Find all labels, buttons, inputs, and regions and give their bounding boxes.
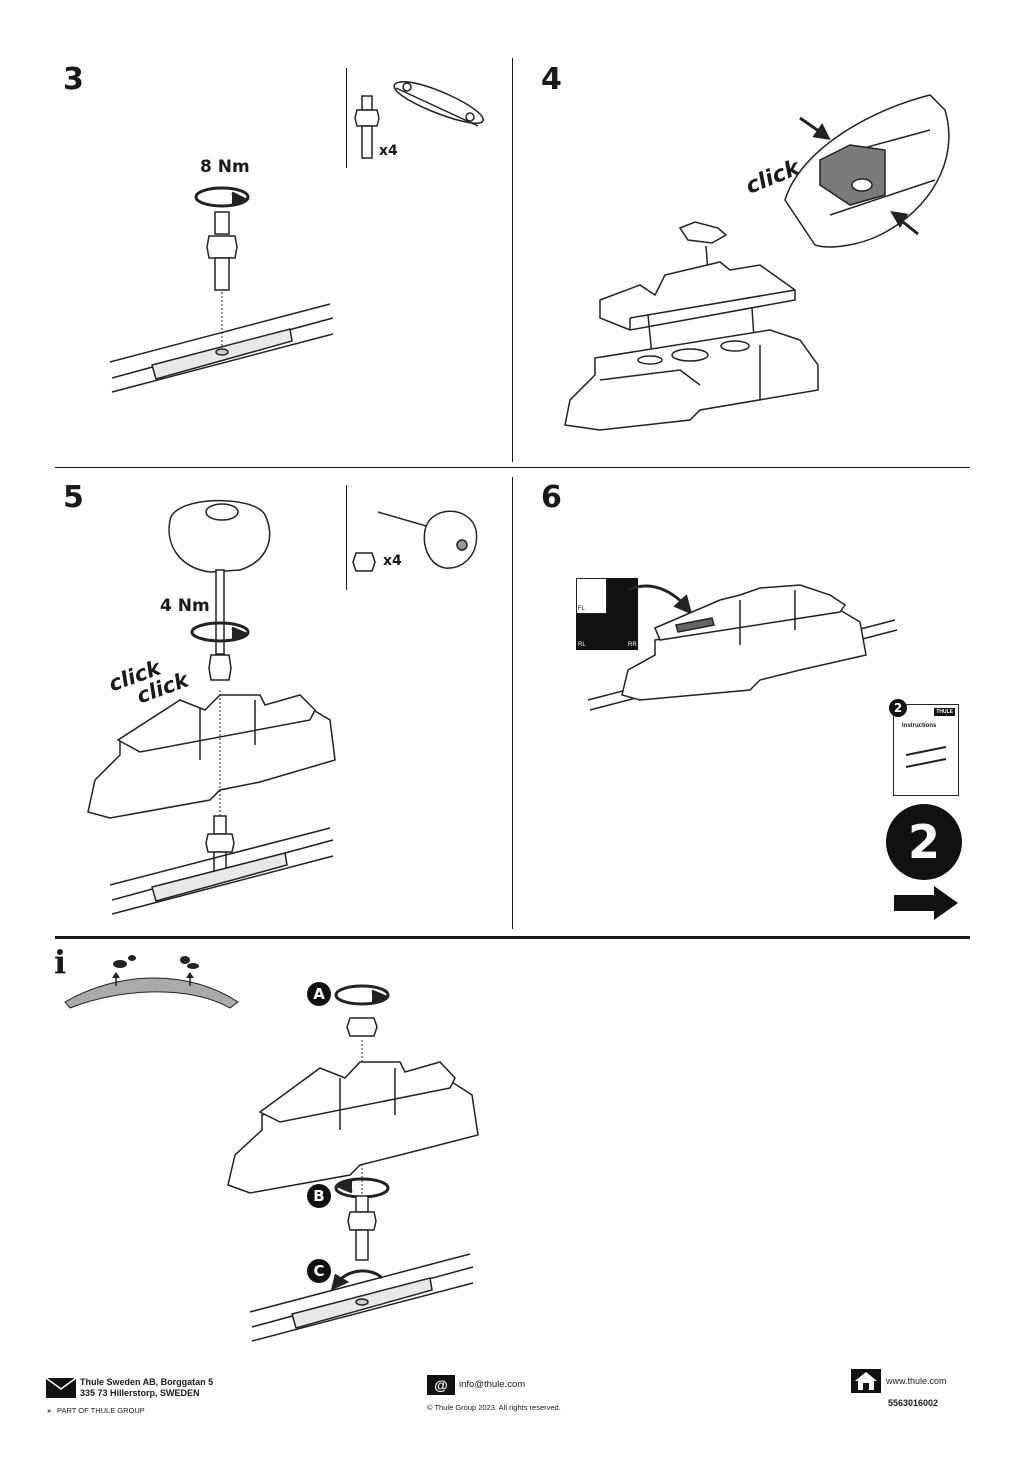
torque-key-icon (168, 499, 271, 681)
foot-base-icon (564, 329, 819, 431)
footer-part-of: PART OF THULE GROUP (57, 1406, 145, 1415)
footer-part-of-arrows: » (47, 1406, 52, 1415)
step-4-number: 4 (541, 62, 562, 97)
divider-vertical-mid (512, 477, 513, 929)
booklet-roof-bars-icon (905, 746, 947, 768)
info-illustration (227, 984, 479, 1342)
bolt-part-icon (354, 95, 380, 159)
marker-b: B (307, 1184, 331, 1208)
step-5-parts-divider (346, 485, 347, 590)
step-5-quantity-label: x4 (383, 553, 402, 569)
roof-rail-info-icon (249, 1253, 474, 1342)
position-rl-label: RL (578, 642, 586, 648)
curved-arrow-icon (627, 584, 693, 615)
next-arrow-icon (894, 886, 958, 920)
rotation-arrow-a-icon (334, 984, 390, 1006)
bolt-info-icon (347, 1195, 377, 1261)
step-5-torque-label: 4 Nm (160, 596, 210, 616)
footer-copyright: © Thule Group 2023. All rights reserved. (427, 1403, 561, 1412)
nut-icon (346, 1017, 378, 1037)
info-icon: i (54, 943, 67, 981)
click-detail-view (784, 94, 950, 248)
booklet-number-text: 2 (893, 701, 903, 715)
key-and-nut-parts-icon (352, 510, 478, 572)
car-position-diagram: FL RL RR (576, 578, 638, 650)
step-3-parts-divider (346, 68, 347, 168)
info-roof-diagram (64, 955, 239, 1009)
foot-info-icon (227, 1061, 479, 1194)
next-booklet-number: 2 (907, 815, 940, 869)
home-icon (851, 1369, 881, 1393)
marker-c-text: C (313, 1262, 325, 1280)
marker-a: A (307, 982, 331, 1006)
torque-rotation-arrow-icon-5 (190, 621, 250, 643)
footer-email[interactable]: info@thule.com (459, 1379, 526, 1390)
marker-b-text: B (313, 1187, 325, 1205)
step-6-illustration (587, 584, 898, 711)
step-3-number: 3 (63, 62, 84, 97)
step-6-number: 6 (541, 480, 562, 515)
next-booklet-thumbnail: 2 THULE Instructions (889, 699, 959, 796)
footer-address-line1: Thule Sweden AB, Borggatan 5 (80, 1377, 214, 1387)
next-booklet-circle: 2 (886, 804, 962, 880)
plate-part-icon (393, 81, 484, 127)
divider-horizontal-2 (55, 936, 970, 939)
step-3-torque-label: 8 Nm (200, 157, 250, 177)
footer-doc-number: 5563016002 (888, 1398, 939, 1408)
step-3-illustration (109, 81, 484, 393)
foot-on-rail-icon (621, 584, 867, 701)
divider-vertical-top (512, 58, 513, 462)
footer-website[interactable]: www.thule.com (886, 1376, 947, 1386)
roof-rail-icon-5 (109, 827, 334, 915)
position-rr-label: RR (628, 642, 637, 648)
step-5-illustration (87, 499, 478, 915)
position-fl-label: FL (578, 606, 586, 612)
divider-horizontal-1 (55, 467, 970, 468)
press-arrow-icons (799, 116, 919, 236)
marker-c: C (307, 1259, 331, 1283)
email-icon: @ (427, 1375, 455, 1395)
marker-a-text: A (313, 985, 325, 1003)
booklet-brand: THULE (934, 708, 955, 716)
booklet-title: Instructions (902, 723, 937, 729)
rotation-arrow-c-icon (330, 1269, 384, 1291)
footer-address-line2: 335 73 Hillerstorp, SWEDEN (80, 1388, 200, 1398)
position-fl-cell (576, 578, 607, 614)
step-3-quantity-label: x4 (379, 143, 398, 159)
foot-assembled-icon (87, 694, 336, 819)
step-5-number: 5 (63, 480, 84, 515)
envelope-icon (45, 1377, 77, 1398)
booklet-number-badge: 2 (889, 699, 907, 717)
torque-rotation-arrow-icon (194, 186, 250, 208)
step-4-illustration (564, 94, 950, 431)
bolt-icon (206, 211, 238, 291)
roof-rail-icon (109, 303, 334, 393)
